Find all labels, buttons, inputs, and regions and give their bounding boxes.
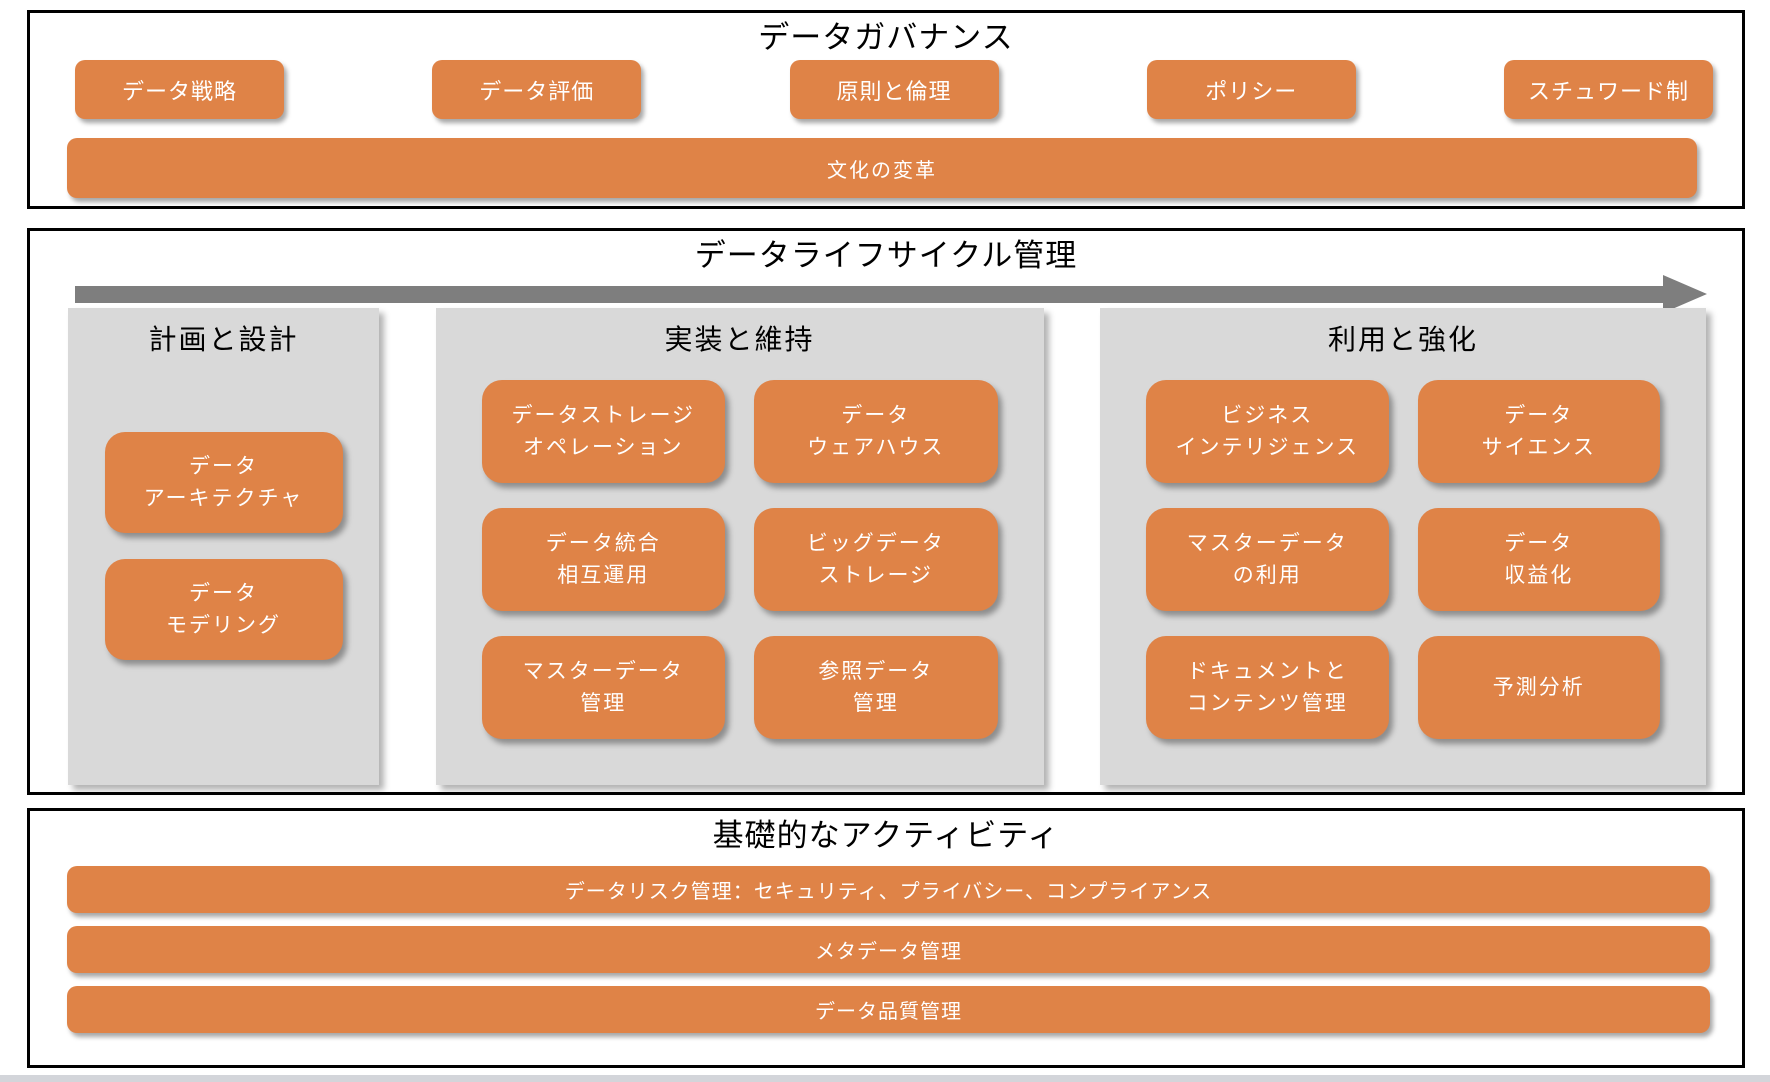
arrow-head-icon <box>1663 275 1707 313</box>
box-data-integration-interoperability: データ統合 相互運用 <box>481 508 725 612</box>
box-big-data-storage: ビッグデータ ストレージ <box>754 508 998 612</box>
panel-title-plan-design: 計画と設計 <box>148 324 299 355</box>
box-data-storage-operations: データストレージ オペレーション <box>481 380 725 484</box>
bottom-edge-strip <box>0 1075 1770 1082</box>
foundation-title: 基礎的なアクティビティ <box>712 818 1060 853</box>
gov-box-policy: ポリシー <box>1146 60 1356 119</box>
panel-title-implement-maintain: 実装と維持 <box>664 324 815 355</box>
box-business-intelligence: ビジネス インテリジェンス <box>1146 380 1389 484</box>
box-master-data-management: マスターデータ 管理 <box>481 636 725 740</box>
gov-bar-culture-change: 文化の変革 <box>67 138 1697 198</box>
panel-plan-and-design: 計画と設計 データ アーキテクチャ データ モデリング <box>68 308 379 785</box>
governance-title: データガバナンス <box>758 20 1014 55</box>
box-data-architecture: データ アーキテクチャ <box>104 432 343 534</box>
plan-design-buttons: データ アーキテクチャ データ モデリング <box>68 432 379 661</box>
lifecycle-title: データライフサイクル管理 <box>694 238 1078 273</box>
box-document-content-management: ドキュメントと コンテンツ管理 <box>1146 636 1389 740</box>
panel-implement-and-maintain: 実装と維持 データストレージ オペレーション データ ウェアハウス データ統合 … <box>435 308 1044 785</box>
gov-box-data-strategy: データ戦略 <box>75 60 284 119</box>
implement-maintain-buttons: データストレージ オペレーション データ ウェアハウス データ統合 相互運用 ビ… <box>436 359 1044 740</box>
box-data-monetization: データ 収益化 <box>1417 508 1660 612</box>
lifecycle-panels-row: 計画と設計 データ アーキテクチャ データ モデリング 実装と維持 データストレ… <box>68 308 1706 785</box>
box-data-science: データ サイエンス <box>1417 380 1660 484</box>
foundation-bars: データリスク管理：セキュリティ、プライバシー、コンプライアンス メタデータ管理 … <box>67 865 1710 1033</box>
bar-data-quality-management: データ品質管理 <box>67 985 1710 1033</box>
governance-buttons-row: データ戦略 データ評価 原則と倫理 ポリシー スチュワード制 <box>75 60 1713 119</box>
panel-title-use-enhance: 利用と強化 <box>1327 324 1478 355</box>
box-data-warehouse: データ ウェアハウス <box>754 380 998 484</box>
box-data-modeling: データ モデリング <box>104 559 343 661</box>
box-predictive-analytics: 予測分析 <box>1417 636 1660 740</box>
section-data-lifecycle: データライフサイクル管理 計画と設計 データ アーキテクチャ データ モデリング… <box>27 228 1745 795</box>
lifecycle-right-arrow-icon <box>75 275 1707 313</box>
box-reference-data-management: 参照データ 管理 <box>754 636 998 740</box>
bar-data-risk-management: データリスク管理：セキュリティ、プライバシー、コンプライアンス <box>67 865 1710 913</box>
section-foundational-activities: 基礎的なアクティビティ データリスク管理：セキュリティ、プライバシー、コンプライ… <box>27 808 1745 1068</box>
box-master-data-usage: マスターデータ の利用 <box>1146 508 1389 612</box>
section-data-governance: データガバナンス データ戦略 データ評価 原則と倫理 ポリシー スチュワード制 … <box>27 10 1745 209</box>
arrow-shaft <box>75 285 1663 303</box>
bar-metadata-management: メタデータ管理 <box>67 925 1710 973</box>
gov-box-principles-ethics: 原則と倫理 <box>789 60 999 119</box>
gov-box-data-valuation: データ評価 <box>432 60 642 119</box>
use-enhance-buttons: ビジネス インテリジェンス データ サイエンス マスターデータ の利用 データ … <box>1100 359 1706 740</box>
gov-box-stewardship: スチュワード制 <box>1504 60 1713 119</box>
panel-use-and-enhance: 利用と強化 ビジネス インテリジェンス データ サイエンス マスターデータ の利… <box>1100 308 1706 785</box>
